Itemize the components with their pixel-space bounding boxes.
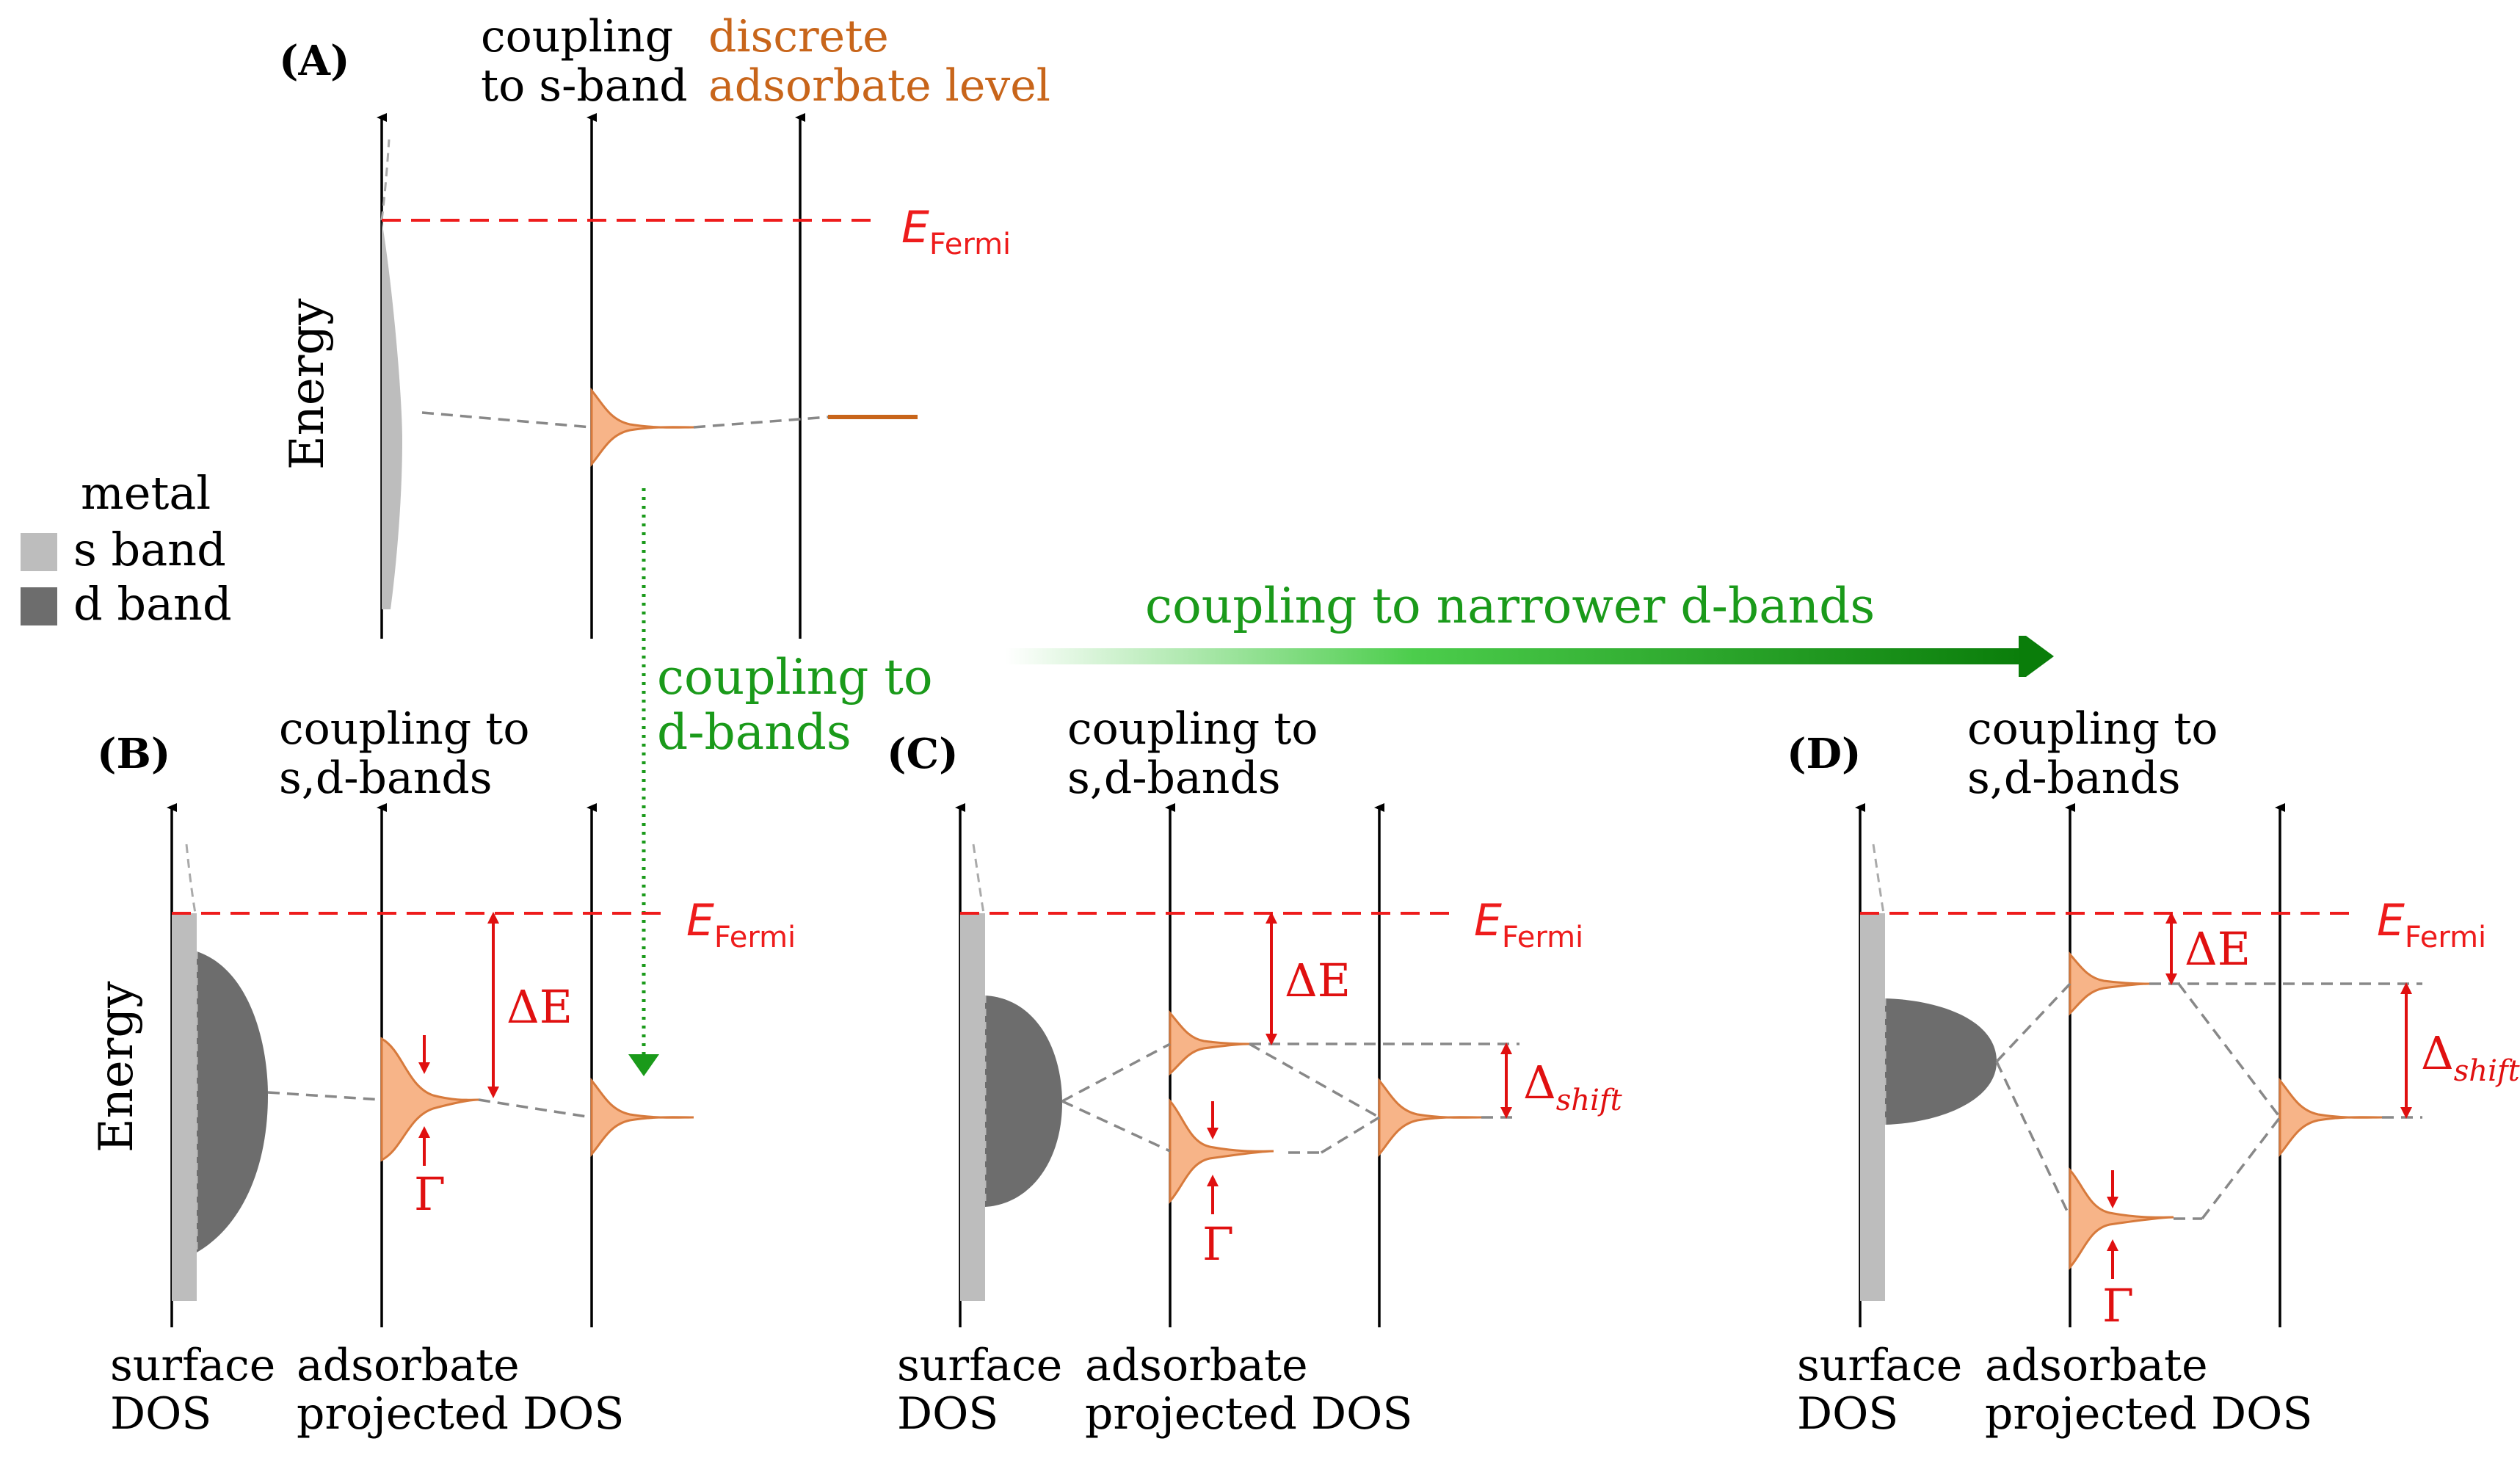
to-d-bands-line2: d-bands — [657, 704, 852, 761]
panel-b-gamma-label: Γ — [414, 1167, 446, 1221]
panel-a-col3-line2: adsorbate level — [708, 60, 1050, 112]
panel-b-connector-1 — [267, 1091, 382, 1101]
panel-b-fermi-label: EFermi — [686, 895, 796, 954]
panel-c-delta-shift-label: Δshift — [1523, 1056, 1623, 1117]
panel-d-delta-shift-label: Δshift — [2421, 1026, 2520, 1088]
panel-d: (D) coupling to s,d-bands EFermi ΔE — [1787, 703, 2520, 1440]
s-band-swatch — [21, 533, 57, 571]
legend-title: metal — [81, 466, 211, 520]
legend: metal s band d band — [21, 466, 232, 631]
transition-narrower-d-bands: coupling to narrower d-bands — [1006, 578, 2054, 677]
panel-c-connector-3 — [1249, 1042, 1380, 1119]
panel-c-bottom2-line2: projected DOS — [1085, 1388, 1412, 1440]
panel-c-fermi-label: EFermi — [1474, 895, 1583, 954]
panel-b-label: (B) — [97, 730, 170, 778]
panel-c-s-band — [960, 913, 985, 1301]
panel-c-connector-1 — [1061, 1042, 1171, 1103]
panel-c-bottom2-line1: adsorbate — [1085, 1340, 1308, 1391]
panel-c-s-band-tail — [972, 844, 985, 914]
transition-to-d-bands: coupling to d-bands — [628, 488, 933, 1076]
panel-d-bonding-peak — [2069, 1167, 2174, 1270]
panel-d-bottom1-line1: surface — [1797, 1340, 1962, 1391]
panel-b-adsorbate-peak — [380, 1037, 479, 1162]
d-band-swatch — [21, 587, 57, 625]
panel-c-col2-line1: coupling to — [1067, 703, 1318, 755]
panel-d-fermi-label: EFermi — [2377, 895, 2486, 954]
panel-d-d-band — [1885, 998, 1997, 1125]
panel-a-label: (A) — [279, 37, 349, 85]
gradient-arrow-head — [2019, 636, 2054, 677]
panel-b-s-band — [172, 913, 197, 1301]
panel-b: (B) Energy coupling to s,d-bands EFermi … — [90, 703, 796, 1440]
panel-d-s-band — [1860, 913, 1885, 1301]
narrower-d-bands-label: coupling to narrower d-bands — [1145, 578, 1875, 634]
panel-d-connector-5 — [2201, 1116, 2281, 1220]
panel-d-bottom2-line2: projected DOS — [1985, 1388, 2312, 1440]
panel-c: (C) coupling to s,d-bands EFermi ΔE — [887, 703, 1623, 1440]
panel-b-delta-e-label: ΔE — [506, 980, 573, 1034]
panel-b-connector-2 — [478, 1098, 592, 1119]
panel-c-bonding-peak — [1169, 1098, 1274, 1204]
panel-d-bottom2-line1: adsorbate — [1985, 1340, 2208, 1391]
panel-a-s-band-tail — [380, 139, 391, 221]
panel-d-col2-line2: s,d-bands — [1967, 752, 2181, 804]
panel-d-connector-1 — [1995, 982, 2071, 1063]
panel-a-fermi-label: EFermi — [901, 202, 1011, 261]
dotted-green-arrow-head — [628, 1054, 659, 1076]
panel-c-reference-peak — [1378, 1078, 1482, 1157]
panel-c-bottom1-line1: surface — [897, 1340, 1062, 1391]
panel-a-connector-2 — [693, 416, 829, 429]
panel-c-d-band — [985, 995, 1062, 1207]
legend-d-band: d band — [73, 577, 232, 631]
panel-c-antibonding-peak — [1169, 1010, 1250, 1076]
panel-c-delta-e-label: ΔE — [1285, 954, 1351, 1007]
panel-b-d-band — [197, 951, 268, 1252]
panel-c-connector-5 — [1321, 1116, 1380, 1154]
panel-d-bottom1-line2: DOS — [1797, 1388, 1898, 1440]
panel-c-bottom1-line2: DOS — [897, 1388, 998, 1440]
panel-c-label: (C) — [887, 730, 959, 778]
panel-a-col3-line1: discrete — [708, 11, 889, 62]
to-d-bands-line1: coupling to — [657, 649, 933, 706]
panel-a: (A) Energy coupling to s-band discrete a… — [279, 11, 1050, 639]
panel-b-bottom1-line1: surface — [110, 1340, 275, 1391]
panel-d-s-band-tail — [1872, 844, 1885, 914]
panel-b-reference-peak — [590, 1078, 694, 1157]
panel-a-energy-label: Energy — [280, 298, 335, 470]
panel-a-col2-line2: to s-band — [481, 60, 688, 112]
panel-d-label: (D) — [1787, 730, 1862, 778]
panel-b-col2-line1: coupling to — [279, 703, 530, 755]
panel-b-bottom1-line2: DOS — [110, 1388, 211, 1440]
panel-d-antibonding-peak — [2069, 951, 2150, 1016]
panel-a-broadened-peak — [590, 388, 694, 467]
panel-c-col2-line2: s,d-bands — [1067, 752, 1281, 804]
panel-a-connector-1 — [421, 411, 592, 429]
panel-d-col2-line1: coupling to — [1967, 703, 2218, 755]
panel-d-delta-e-label: ΔE — [2185, 922, 2251, 976]
panel-b-bottom2-line1: adsorbate — [297, 1340, 520, 1391]
panel-a-s-band — [382, 220, 402, 609]
panel-c-gamma-label: Γ — [1202, 1217, 1234, 1271]
panel-d-reference-peak — [2278, 1078, 2383, 1157]
panel-b-s-band-tail — [185, 844, 197, 914]
panel-d-connector-3 — [2177, 982, 2281, 1119]
panel-c-connector-2 — [1061, 1100, 1171, 1153]
panel-d-connector-2 — [1995, 1061, 2071, 1218]
panel-d-gamma-label: Γ — [2102, 1279, 2134, 1332]
panel-b-bottom2-line2: projected DOS — [297, 1388, 624, 1440]
gradient-arrow-shaft — [1006, 648, 2026, 664]
panel-b-col2-line2: s,d-bands — [279, 752, 493, 804]
panel-a-col2-line1: coupling — [481, 11, 673, 62]
legend-s-band: s band — [73, 523, 226, 576]
panel-b-energy-label: Energy — [90, 981, 144, 1153]
